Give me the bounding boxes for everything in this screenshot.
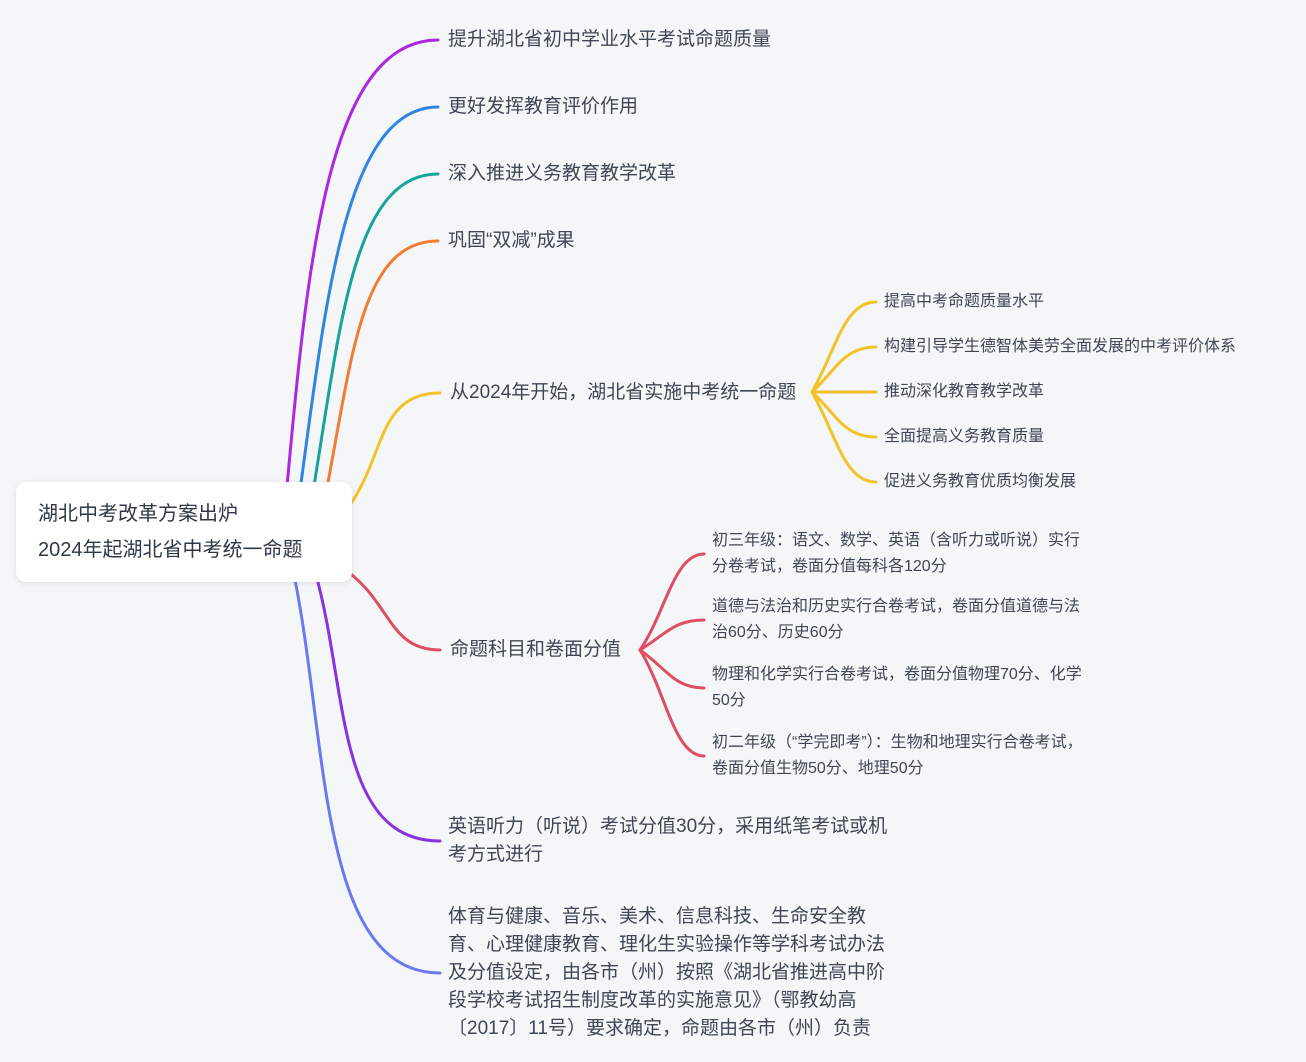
branch-label-local-subjects[interactable]: 体育与健康、音乐、美术、信息科技、生命安全教育、心理健康教育、理化生实验操作等学…	[448, 906, 886, 1039]
child-line-r4	[638, 648, 706, 758]
leaf-label-teaching-reform[interactable]: 推动深化教育教学改革	[884, 383, 1045, 400]
child-line-y1	[810, 300, 878, 394]
leaf-label-education-quality[interactable]: 全面提高义务教育质量	[884, 428, 1045, 445]
branch-label-unified-2024[interactable]: 从2024年开始，湖北省实施中考统一命题	[450, 382, 797, 403]
branch-label-reform[interactable]: 深入推进义务教育教学改革	[448, 163, 677, 184]
branch-label-listening[interactable]: 英语听力（听说）考试分值30分，采用纸笔考试或机考方式进行	[448, 816, 888, 865]
child-line-r2	[638, 618, 706, 652]
branch-line-unified-2024	[348, 391, 442, 507]
leaf-label-grade8-bio-geo[interactable]: 初二年级（“学完即考”）：生物和地理实行合卷考试，卷面分值生物50分、地理50分	[712, 734, 1083, 777]
branch-line-evaluation	[297, 105, 440, 500]
leaf-label-balanced-development[interactable]: 促进义务教育优质均衡发展	[884, 473, 1077, 490]
root-title-line2: 2024年起湖北省中考统一命题	[38, 539, 303, 561]
child-line-r3	[638, 648, 706, 690]
branch-label-quality[interactable]: 提升湖北省初中学业水平考试命题质量	[448, 29, 772, 50]
branch-label-shuangjian[interactable]: 巩固“双减”成果	[448, 230, 575, 251]
root-node[interactable]: 湖北中考改革方案出炉 2024年起湖北省中考统一命题	[16, 482, 352, 582]
leaf-label-quality-level[interactable]: 提高中考命题质量水平	[884, 293, 1045, 310]
branch-line-local-subjects	[292, 573, 442, 975]
leaf-label-evaluation-system[interactable]: 构建引导学生德智体美劳全面发展的中考评价体系	[884, 338, 1237, 355]
child-line-y5	[810, 390, 878, 484]
leaf-label-morality-history[interactable]: 道德与法治和历史实行合卷考试，卷面分值道德与法治60分、历史60分	[712, 598, 1081, 641]
child-line-y2	[810, 345, 878, 394]
branch-label-subjects[interactable]: 命题科目和卷面分值	[450, 639, 622, 660]
root-title-line1: 湖北中考改革方案出炉	[38, 503, 238, 525]
branch-line-reform	[310, 172, 440, 500]
branch-line-listening	[314, 573, 442, 843]
leaf-label-grade9-main[interactable]: 初三年级：语文、数学、英语（含听力或听说）实行分卷考试，卷面分值每科各120分	[712, 532, 1081, 575]
branch-line-shuangjian	[323, 239, 440, 500]
branch-line-quality	[284, 38, 440, 500]
branch-line-subjects	[336, 563, 442, 652]
child-line-r1	[638, 552, 706, 652]
child-line-y4	[810, 390, 878, 439]
branch-label-evaluation[interactable]: 更好发挥教育评价作用	[448, 96, 639, 117]
leaf-label-physics-chemistry[interactable]: 物理和化学实行合卷考试，卷面分值物理70分、化学50分	[712, 666, 1082, 709]
